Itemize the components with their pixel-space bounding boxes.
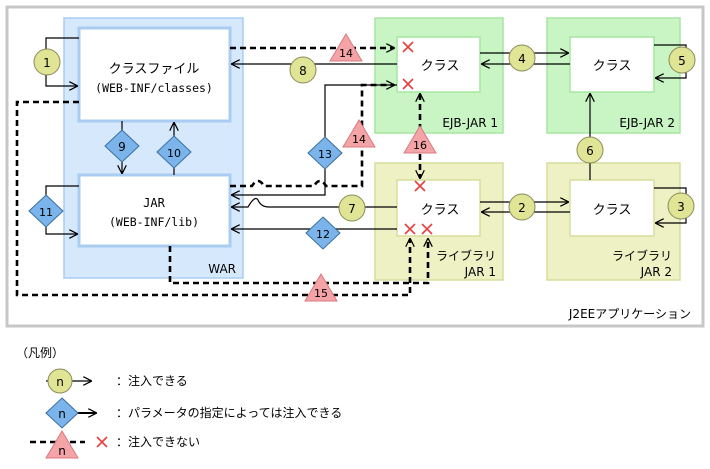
legend-item-2: ：パラメータの指定によっては注入できる — [116, 405, 342, 420]
cross-icon — [402, 41, 414, 53]
cross-icon — [96, 436, 108, 448]
lib2-class-box — [569, 179, 655, 237]
marker-9-diamond — [104, 129, 140, 163]
marker-8-circle — [289, 56, 317, 84]
arrow-14-lower — [230, 85, 394, 188]
legend-circle — [47, 368, 73, 394]
lib2-class-label: クラス — [593, 203, 632, 218]
ejb1-class-label: クラス — [421, 59, 460, 74]
legend-diamond-label: n — [58, 407, 66, 421]
marker-6-circle — [576, 136, 604, 164]
marker-8-label: 8 — [299, 64, 307, 78]
marker-1-circle — [33, 48, 61, 76]
jar-box-path: (WEB-INF/lib) — [109, 215, 199, 229]
arrow-war-to-lib1 — [168, 239, 428, 285]
lib-jar-2-label-line1: ライブラリ — [612, 248, 672, 263]
classfile-box — [77, 26, 232, 123]
cross-icon — [421, 223, 433, 235]
lib-jar-1-label-line1: ライブラリ — [436, 248, 496, 263]
legend-circle-label: n — [56, 375, 64, 389]
marker-11-label: 11 — [39, 206, 53, 219]
cross-marks — [402, 41, 433, 235]
marker-15-triangle — [304, 273, 338, 302]
marker-9-label: 9 — [118, 140, 126, 154]
lib1-class-box — [396, 179, 481, 237]
marker-6-label: 6 — [586, 144, 594, 158]
arrow-7 — [232, 197, 397, 207]
lib-jar-2-label-line2: JAR 2 — [640, 265, 672, 279]
ejb-jar-2-label: EJB-JAR 2 — [619, 116, 675, 130]
marker-7-label: 7 — [348, 202, 356, 216]
jar-box-label: JAR — [143, 196, 165, 210]
cross-icon — [414, 180, 426, 192]
marker-7-circle — [338, 194, 366, 222]
marker-12-diamond — [305, 216, 341, 250]
legend-triangle — [45, 430, 79, 459]
marker-12-label: 12 — [316, 228, 330, 241]
marker-2-label: 2 — [518, 201, 526, 215]
marker-3-circle — [667, 192, 695, 220]
marker-16-triangle — [403, 125, 437, 154]
legend-triangle-label: n — [58, 444, 66, 458]
legend-item-3: ：注入できない — [116, 434, 200, 449]
classfile-box-label: クラスファイル — [109, 62, 200, 77]
cross-icon — [404, 223, 416, 235]
marker-14b-triangle — [342, 119, 376, 148]
triangle-markers — [304, 33, 437, 302]
marker-14a-triangle — [329, 33, 363, 62]
legend: （凡例） n ：注入できる n ：パラメータの指定によっては注入できる n ：注… — [16, 346, 342, 459]
lib-jar-1-label-line2: JAR 1 — [464, 265, 496, 279]
lib1-class-label: クラス — [421, 203, 460, 218]
cross-icon — [402, 78, 414, 90]
marker-14b-label: 14 — [352, 133, 366, 146]
marker-13-diamond — [307, 136, 343, 170]
circle-markers — [33, 44, 696, 222]
marker-labels: 1 2 3 4 5 6 7 8 9 10 11 12 13 14 14 15 1… — [39, 47, 686, 300]
legend-diamond — [45, 397, 79, 429]
marker-14a-label: 14 — [339, 47, 353, 60]
legend-item-1: ：注入できる — [116, 373, 188, 388]
marker-15-label: 15 — [314, 287, 328, 300]
marker-3-label: 3 — [677, 200, 685, 214]
marker-16-label: 16 — [413, 139, 427, 152]
marker-13-label: 13 — [318, 148, 332, 161]
war-label: WAR — [208, 262, 236, 276]
marker-2-circle — [508, 193, 536, 221]
ejb-jar-1-label: EJB-JAR 1 — [442, 116, 498, 130]
ejb2-class-label: クラス — [593, 59, 632, 74]
classfile-box-path: (WEB-INF/classes) — [95, 81, 213, 95]
legend-title: （凡例） — [16, 346, 64, 360]
marker-4-label: 4 — [518, 52, 526, 66]
marker-11-diamond — [28, 194, 64, 228]
marker-10-diamond — [156, 135, 192, 169]
marker-4-circle — [508, 44, 536, 72]
j2ee-application-label: J2EEアプリケーション — [568, 307, 691, 321]
marker-5-label: 5 — [678, 54, 686, 68]
diamond-markers — [28, 129, 343, 250]
arrow-15 — [15, 100, 410, 297]
marker-1-label: 1 — [43, 56, 51, 70]
marker-5-circle — [668, 46, 696, 74]
marker-10-label: 10 — [167, 147, 181, 160]
jar-box — [77, 173, 232, 248]
